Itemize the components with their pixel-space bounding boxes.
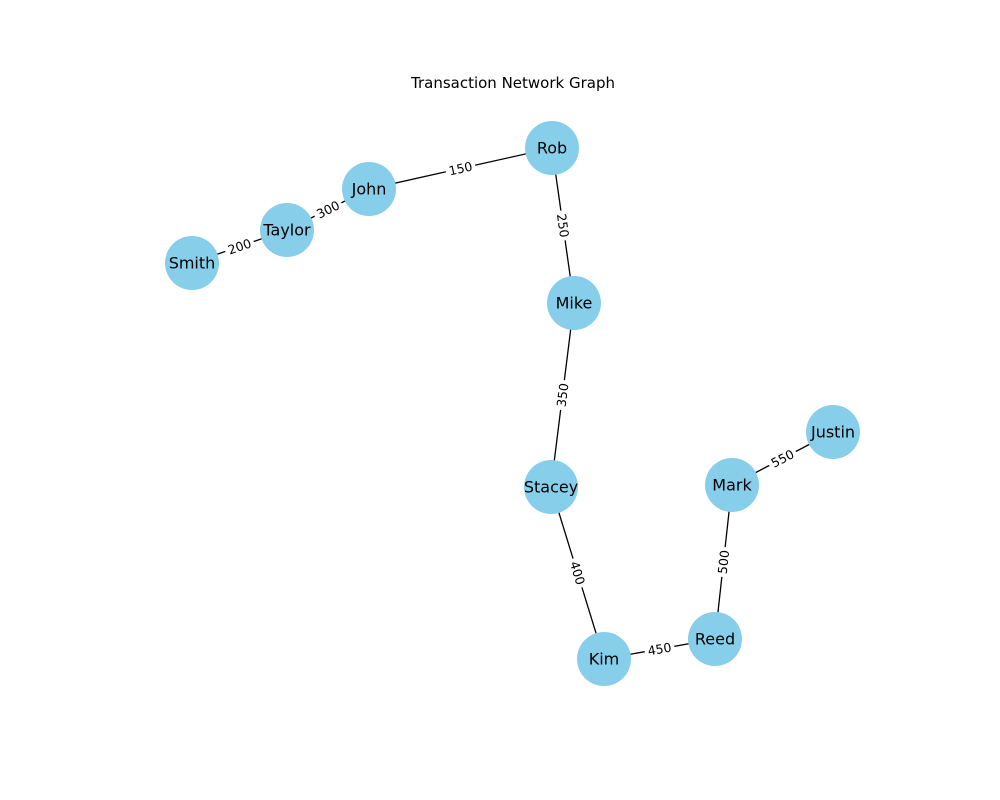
- edge-label-background: [552, 379, 573, 411]
- node-label: Justin: [810, 423, 855, 442]
- edge-label-background: [713, 546, 734, 578]
- node-mark: Mark: [705, 458, 759, 512]
- edge-label-group: 550: [765, 444, 800, 473]
- node-smith: Smith: [165, 236, 219, 290]
- edge-label-background: [565, 556, 590, 590]
- graph-title: Transaction Network Graph: [410, 74, 615, 92]
- edge-label-background: [643, 638, 676, 660]
- edge-label: 400: [567, 559, 588, 586]
- edge-label: 500: [715, 549, 733, 574]
- node-circle: [547, 276, 601, 330]
- node-label: Kim: [589, 650, 620, 669]
- edge-label: 150: [447, 159, 474, 179]
- edge-label-background: [552, 209, 574, 242]
- node-justin: Justin: [806, 405, 860, 459]
- node-circle: [525, 121, 579, 175]
- node-circle: [524, 460, 578, 514]
- node-stacey: Stacey: [524, 460, 578, 514]
- edge-label-group: 300: [311, 195, 345, 224]
- edge-label-group: 500: [713, 546, 734, 578]
- node-rob: Rob: [525, 121, 579, 175]
- edge-label-background: [311, 195, 345, 224]
- edge-label-background: [222, 234, 257, 259]
- node-kim: Kim: [577, 632, 631, 686]
- edge-label: 250: [554, 213, 572, 239]
- node-label: Smith: [169, 254, 216, 273]
- edge-label-group: 450: [643, 638, 676, 660]
- node-circle: [165, 236, 219, 290]
- edge-label-background: [765, 444, 800, 473]
- node-label: Mark: [712, 476, 752, 495]
- node-circle: [806, 405, 860, 459]
- edge-label-group: 250: [552, 209, 574, 242]
- edge-label-group: 400: [565, 556, 590, 590]
- node-circle: [260, 203, 314, 257]
- node-reed: Reed: [688, 612, 742, 666]
- edge-label-group: 150: [444, 157, 477, 180]
- node-taylor: Taylor: [260, 203, 314, 257]
- node-mike: Mike: [547, 276, 601, 330]
- edge-label: 200: [226, 235, 254, 257]
- edge-label-group: 200: [222, 234, 257, 259]
- node-label: Taylor: [262, 221, 311, 240]
- node-circle: [705, 458, 759, 512]
- node-label: Stacey: [524, 478, 578, 497]
- node-label: John: [351, 180, 387, 199]
- node-circle: [577, 632, 631, 686]
- node-label: Mike: [556, 294, 593, 313]
- edge-label-background: [444, 157, 477, 180]
- node-label: Rob: [537, 139, 567, 158]
- edge-label: 450: [646, 639, 672, 658]
- edge-label-group: 350: [552, 379, 573, 411]
- node-circle: [342, 162, 396, 216]
- node-label: Reed: [695, 630, 735, 649]
- node-john: John: [342, 162, 396, 216]
- node-circle: [688, 612, 742, 666]
- edge-label: 350: [554, 382, 572, 408]
